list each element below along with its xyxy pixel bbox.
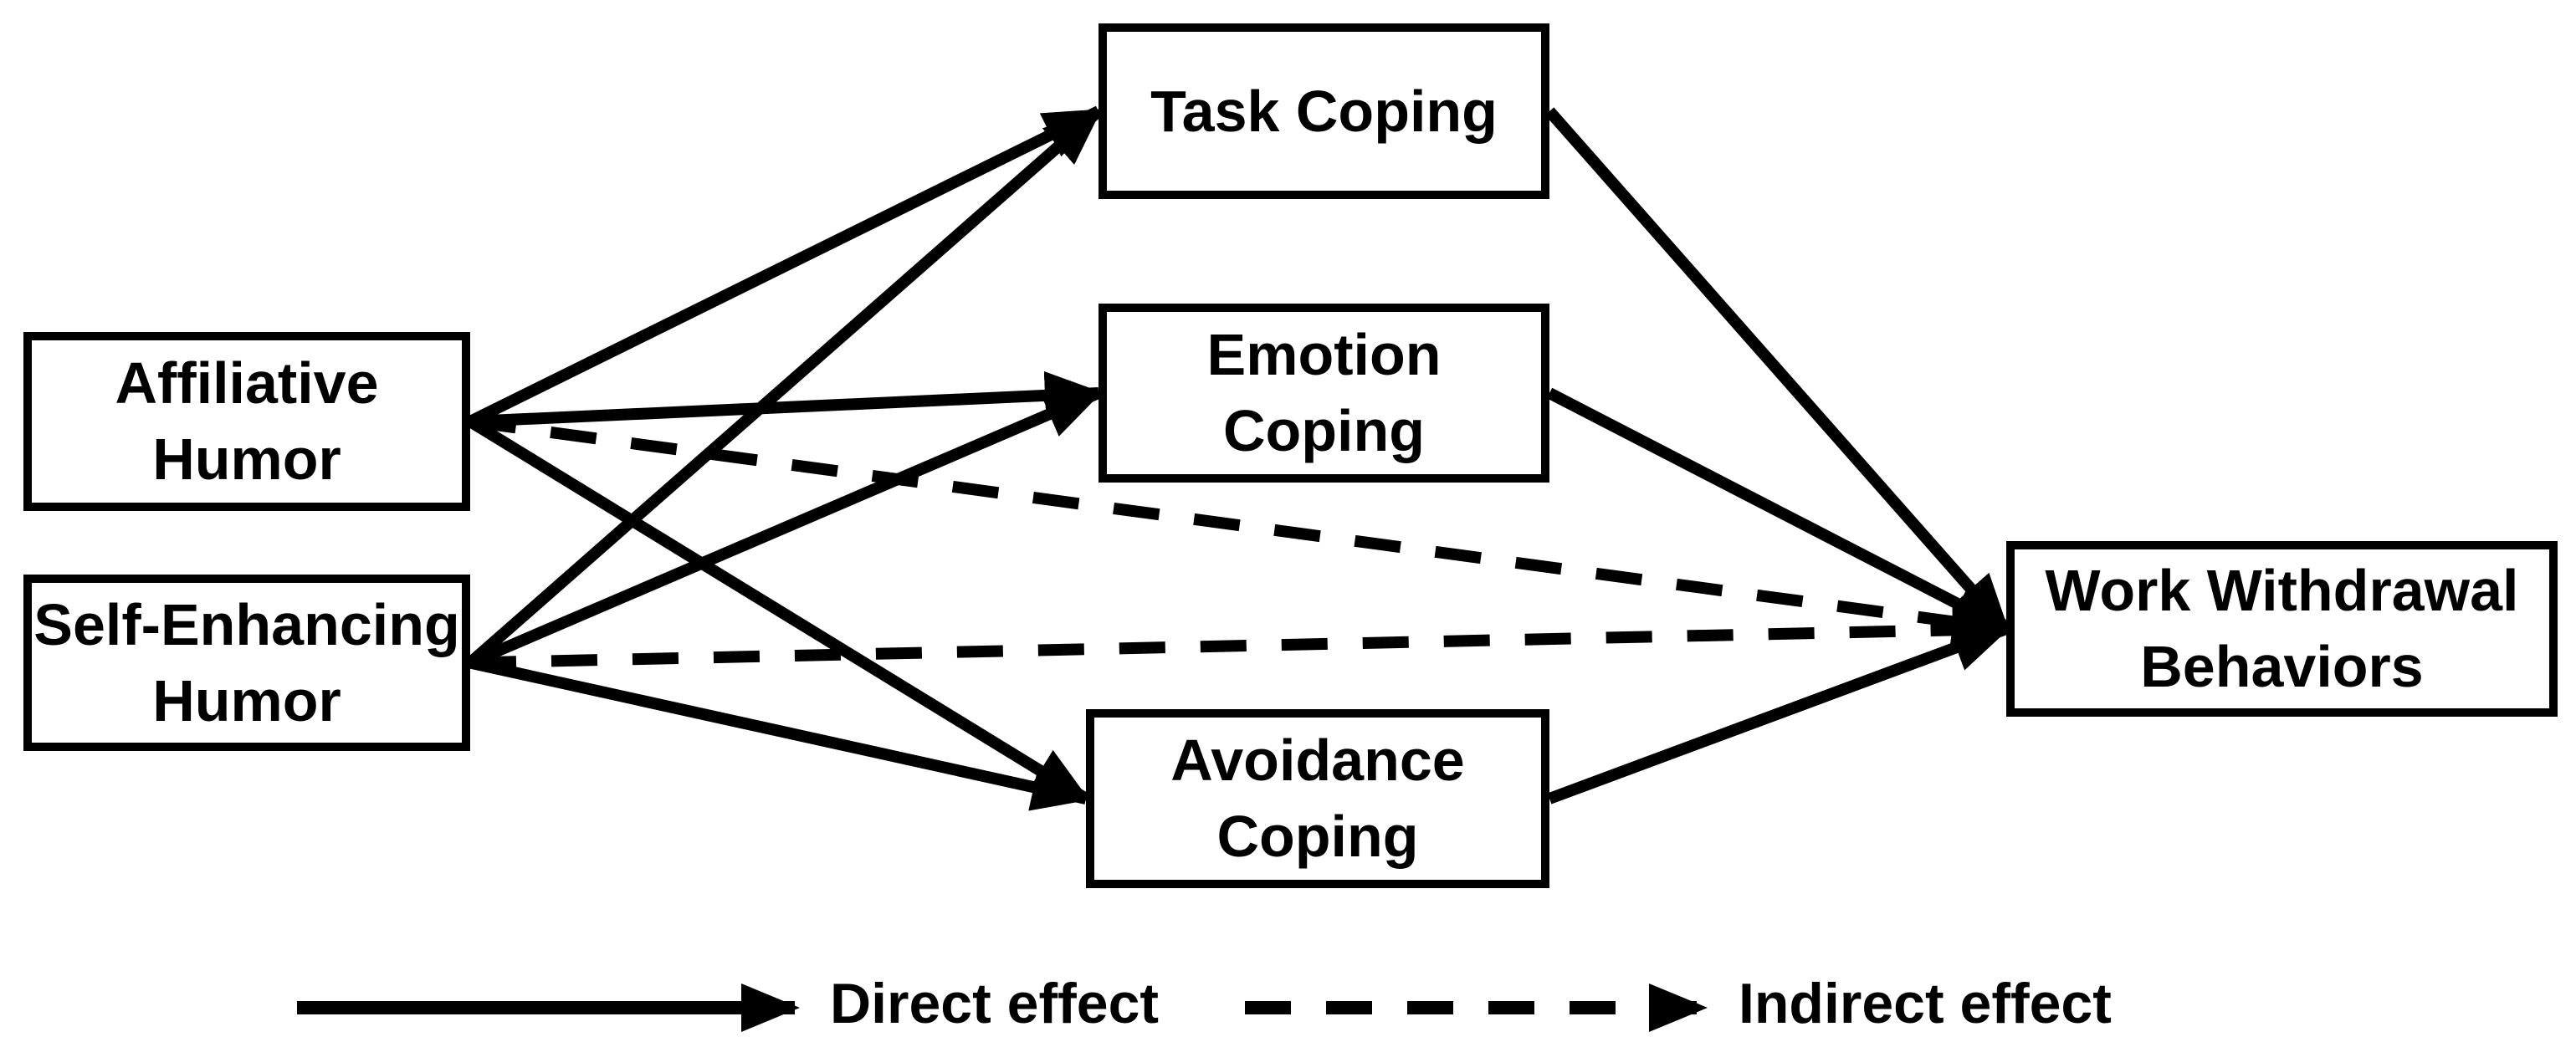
edge-affiliative-to-wwb-indirect (469, 416, 2011, 646)
edges-group (466, 105, 2011, 811)
node-avoidance-coping: Avoidance Coping (1086, 709, 1549, 888)
edge-affiliative-to-avoidance-direct (467, 416, 1091, 804)
node-affiliative-humor: Affiliative Humor (23, 332, 470, 511)
edge-self_enhancing-to-wwb-indirect (469, 605, 2011, 669)
legend-label-indirect-effect: Indirect effect (1739, 972, 2112, 1035)
edge-emotion-to-wwb-direct (1546, 387, 2011, 635)
node-task-coping: Task Coping (1099, 23, 1549, 199)
edge-self_enhancing-to-task-direct (466, 106, 1103, 667)
edge-task-to-wwb-direct (1544, 107, 2011, 633)
edge-avoidance-to-wwb-direct (1547, 623, 2011, 805)
legend-label-direct-effect: Direct effect (830, 972, 1160, 1035)
edge-self_enhancing-to-avoidance-direct (469, 656, 1091, 811)
node-self-enhancing-humor: Self-Enhancing Humor (23, 575, 470, 751)
node-work-withdrawal-behaviors: Work Withdrawal Behaviors (2006, 541, 2558, 717)
edge-affiliative-to-task-direct (467, 105, 1104, 427)
edge-self_enhancing-to-emotion-direct (468, 387, 1104, 668)
node-emotion-coping: Emotion Coping (1099, 304, 1549, 483)
edge-affiliative-to-emotion-direct (469, 370, 1104, 427)
